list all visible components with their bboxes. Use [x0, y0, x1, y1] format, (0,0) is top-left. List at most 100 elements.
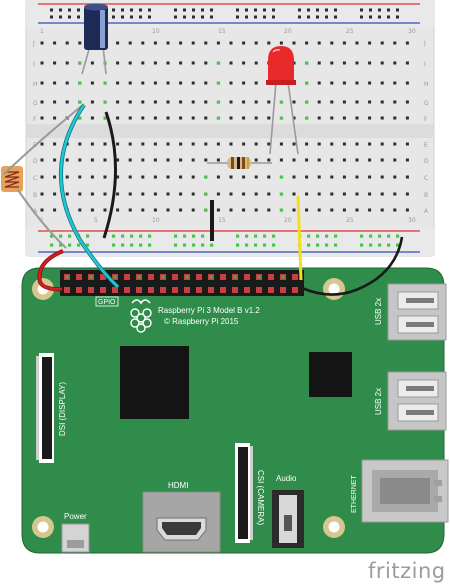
- breadboard-hole: [204, 81, 208, 85]
- connected-hole: [78, 116, 82, 120]
- csi-label: CSI (CAMERA): [256, 470, 265, 525]
- rail-hole-connected: [245, 234, 249, 238]
- gpio-pin: [100, 274, 106, 280]
- row-letter-e-right: E: [424, 142, 428, 149]
- breadboard-hole: [116, 100, 120, 104]
- breadboard-hole: [53, 116, 57, 120]
- breadboard-hole: [179, 100, 183, 104]
- rail-hole: [272, 15, 275, 19]
- rail-hole: [50, 15, 53, 19]
- rail-hole: [201, 8, 204, 12]
- breadboard-hole: [242, 41, 246, 45]
- rail-hole: [325, 8, 328, 12]
- gpio-pin: [160, 287, 166, 293]
- rail-hole-connected: [148, 243, 152, 247]
- rail-hole: [263, 15, 266, 19]
- breadboard-hole: [317, 116, 321, 120]
- usb-bottom-label: USB 2x: [374, 388, 383, 415]
- breadboard: J I H G F E D C B A J I H G F E D C B A …: [25, 0, 435, 257]
- gpio-pin-marker: [65, 275, 69, 279]
- rail-hole: [77, 15, 80, 19]
- usb-port-bottom: USB 2x: [374, 371, 447, 431]
- breadboard-hole: [191, 61, 195, 65]
- rail-hole: [121, 15, 124, 19]
- rail-hole: [369, 15, 372, 19]
- breadboard-hole: [393, 192, 397, 196]
- breadboard-hole: [179, 142, 183, 146]
- row-letter-i: I: [33, 61, 35, 68]
- breadboard-hole: [216, 208, 220, 212]
- breadboard-hole: [393, 116, 397, 120]
- breadboard-hole: [380, 158, 384, 162]
- breadboard-hole: [254, 100, 258, 104]
- gpio-pin: [184, 287, 190, 293]
- breadboard-hole: [292, 192, 296, 196]
- breadboard-hole: [317, 175, 321, 179]
- rail-hole-connected: [387, 243, 391, 247]
- mounting-holes: [32, 278, 345, 538]
- breadboard-hole: [90, 158, 94, 162]
- breadboard-hole: [368, 41, 372, 45]
- breadboard-hole: [292, 158, 296, 162]
- rail-hole: [68, 8, 71, 12]
- breadboard-hole: [355, 41, 359, 45]
- pi-copyright-text: © Raspberry Pi 2015: [164, 317, 239, 326]
- breadboard-hole: [179, 41, 183, 45]
- breadboard-hole: [78, 142, 82, 146]
- breadboard-hole: [216, 41, 220, 45]
- breadboard-hole: [53, 192, 57, 196]
- gpio-pin: [196, 274, 202, 280]
- col-number-1: 1: [40, 28, 44, 35]
- rail-hole-connected: [192, 243, 196, 247]
- breadboard-hole: [53, 41, 57, 45]
- breadboard-hole: [65, 61, 69, 65]
- breadboard-hole: [292, 208, 296, 212]
- power-connector: Power: [61, 512, 90, 553]
- breadboard-hole: [65, 81, 69, 85]
- rail-hole: [121, 8, 124, 12]
- breadboard-hole: [254, 41, 258, 45]
- rail-hole: [369, 8, 372, 12]
- row-letter-d: D: [33, 158, 38, 165]
- breadboard-hole: [355, 142, 359, 146]
- breadboard-hole: [40, 158, 44, 162]
- col-number-10-bottom: 10: [152, 217, 160, 224]
- breadboard-hole: [368, 175, 372, 179]
- breadboard-hole: [191, 100, 195, 104]
- rail-hole: [360, 15, 363, 19]
- breadboard-hole: [116, 142, 120, 146]
- rail-hole: [316, 15, 319, 19]
- rail-hole: [59, 15, 62, 19]
- breadboard-hole: [405, 100, 409, 104]
- breadboard-hole: [166, 142, 170, 146]
- breadboard-hole: [368, 208, 372, 212]
- gpio-pin: [280, 287, 286, 293]
- breadboard-hole: [40, 208, 44, 212]
- rail-hole: [245, 15, 248, 19]
- connected-hole: [279, 116, 284, 120]
- raspberry-logo: [130, 299, 152, 333]
- breadboard-hole: [78, 192, 82, 196]
- breadboard-hole: [229, 100, 233, 104]
- rail-hole: [183, 15, 186, 19]
- breadboard-hole: [355, 61, 359, 65]
- rail-hole-connected: [139, 234, 143, 238]
- breadboard-hole: [242, 100, 246, 104]
- rail-hole: [298, 15, 301, 19]
- breadboard-hole: [153, 61, 157, 65]
- breadboard-hole: [305, 175, 309, 179]
- rail-hole: [334, 15, 337, 19]
- rail-hole-connected: [68, 234, 72, 238]
- breadboard-hole: [267, 158, 271, 162]
- breadboard-hole: [305, 158, 309, 162]
- breadboard-hole: [191, 192, 195, 196]
- breadboard-hole: [128, 142, 132, 146]
- breadboard-hole: [153, 208, 157, 212]
- breadboard-hole: [380, 142, 384, 146]
- breadboard-hole: [393, 61, 397, 65]
- gpio-pin: [148, 287, 154, 293]
- col-number-25-bottom: 25: [346, 217, 354, 224]
- gpio-pin: [112, 287, 118, 293]
- breadboard-hole: [204, 61, 208, 65]
- breadboard-hole: [254, 192, 258, 196]
